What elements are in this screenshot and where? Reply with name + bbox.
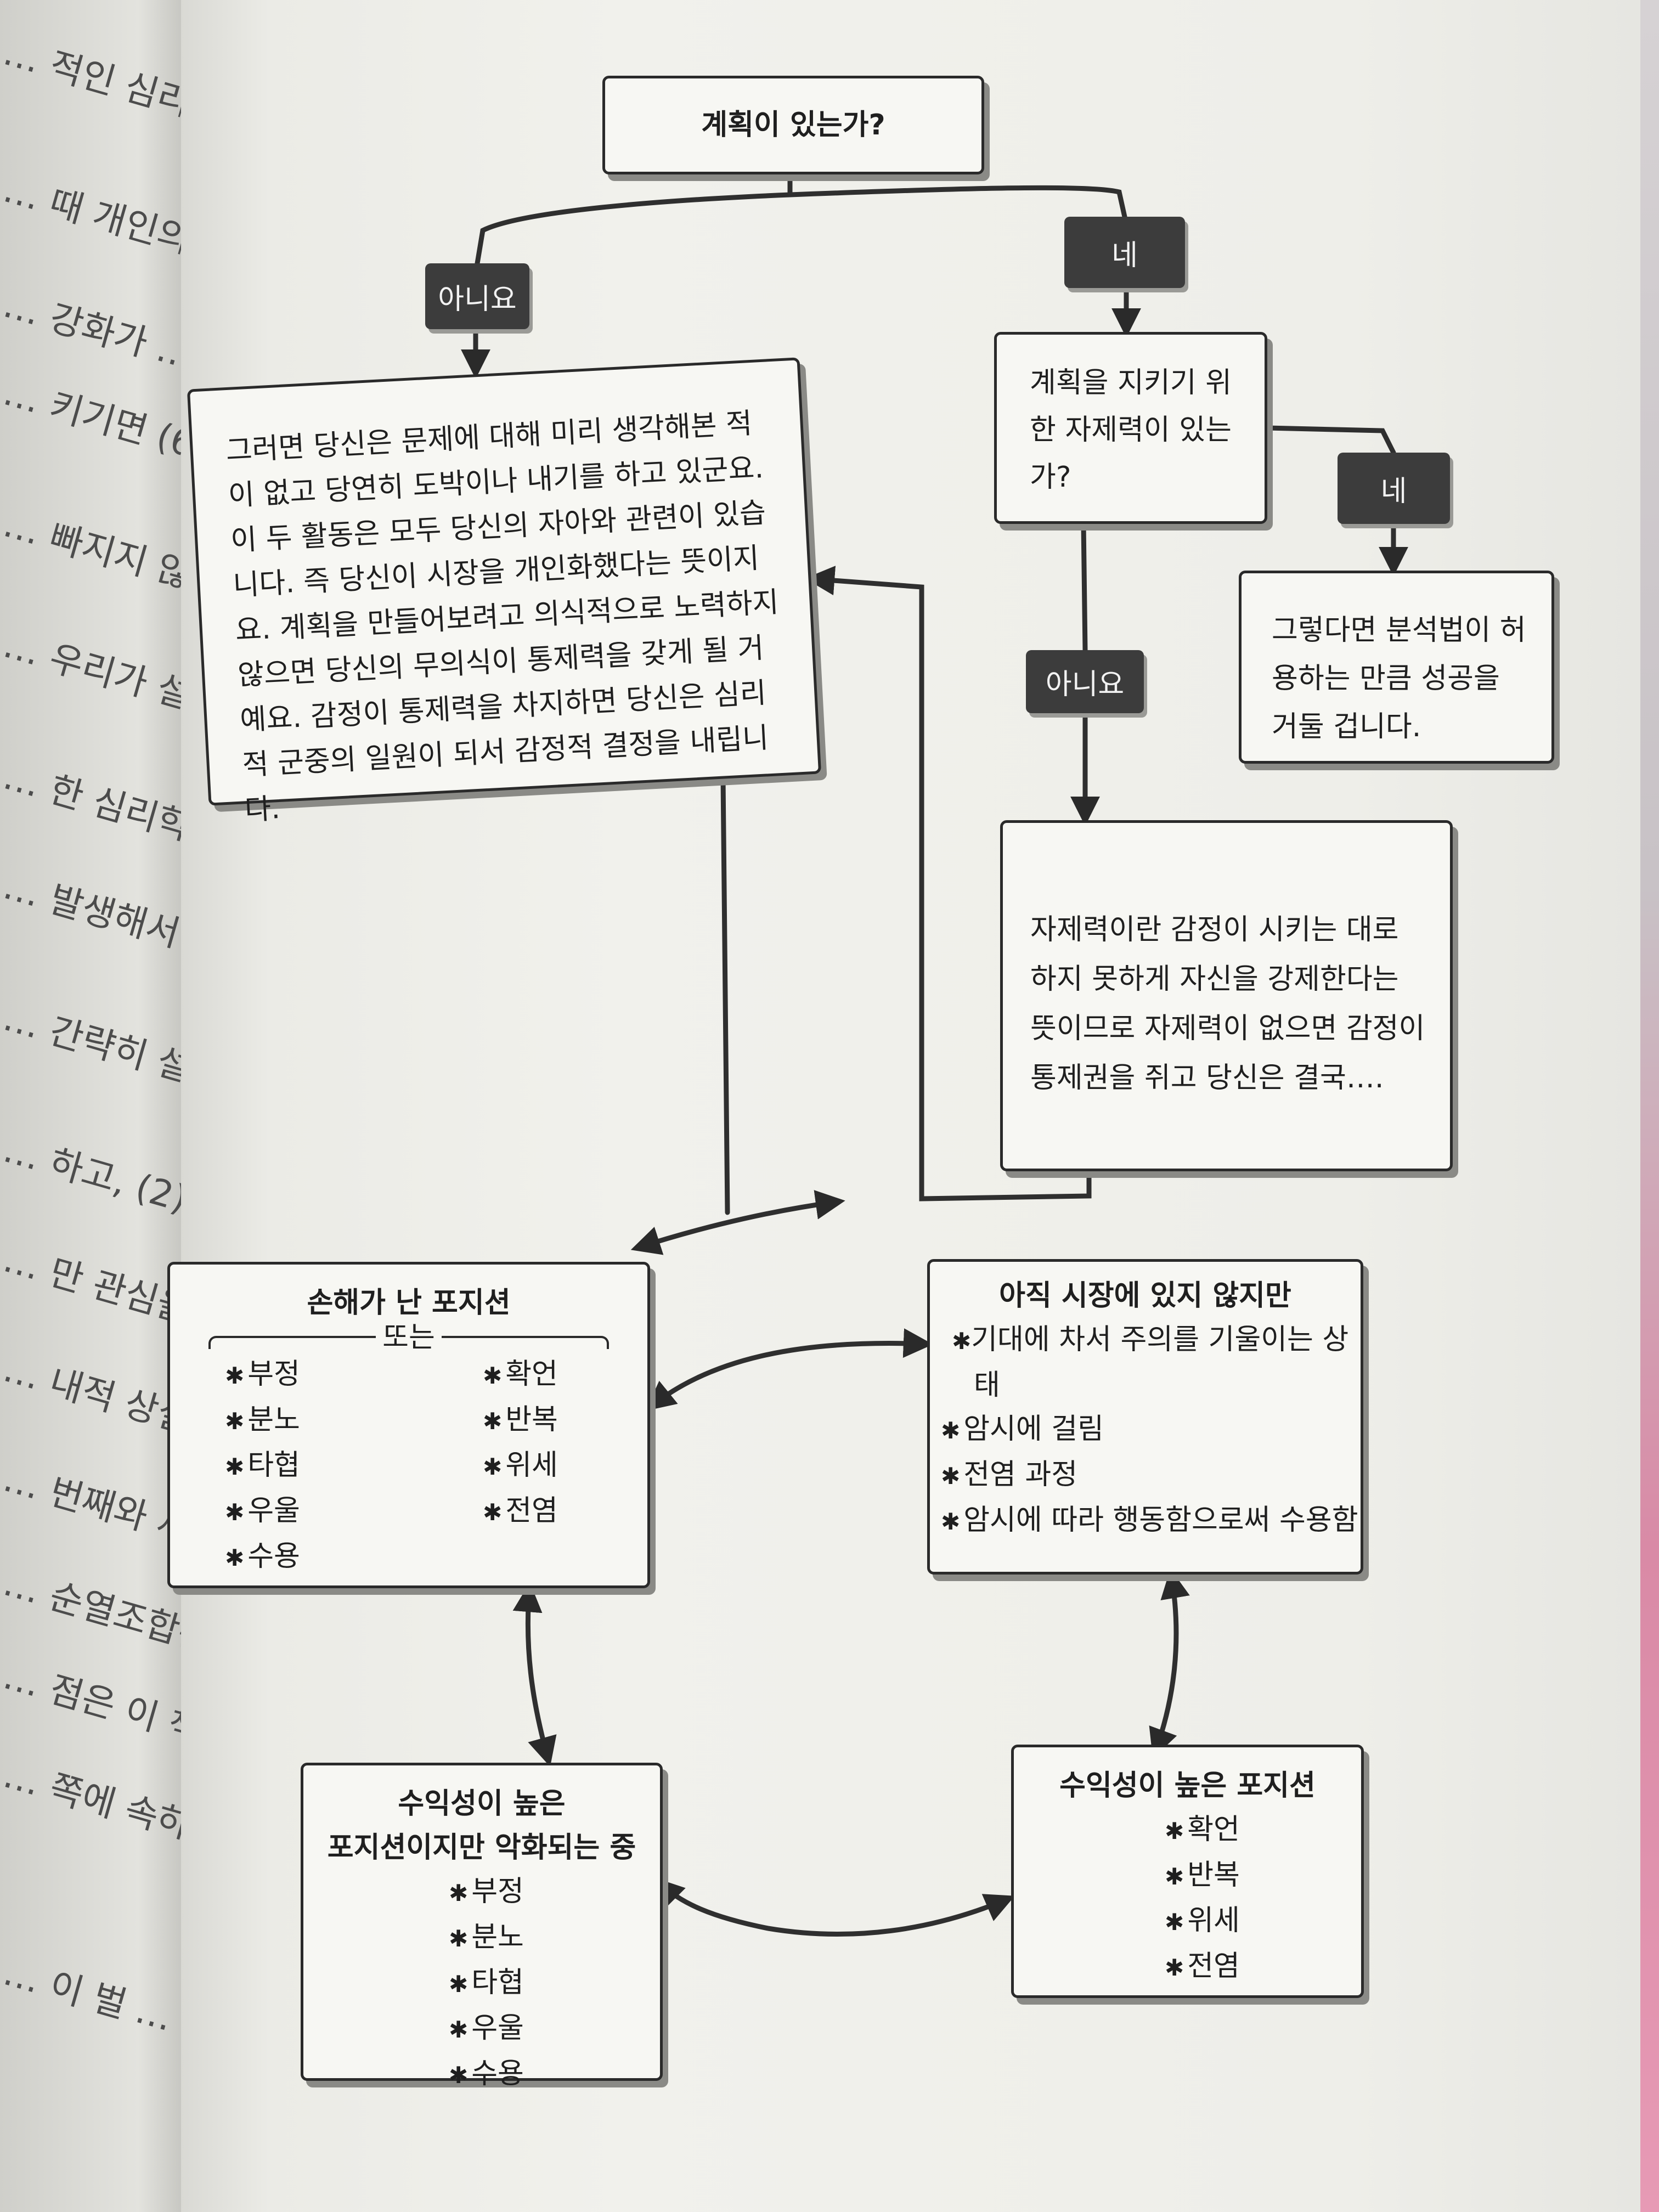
success-box: 그렇다면 분석법이 허용하는 만큼 성공을 거둘 겁니다. [1239, 571, 1554, 764]
arrow-losing-to-notmarket [645, 1328, 933, 1411]
question-plan-label: 계획이 있는가? [701, 109, 885, 142]
question-discipline-label: 계획을 지키기 위한 자제력이 있는가? [1030, 366, 1232, 494]
list-item: ✱전염 과정 [941, 1458, 1078, 1491]
discipline-yes-tag: 네 [1338, 453, 1450, 524]
list-item: ✱수용 [225, 1540, 300, 1573]
list-item: ✱전염 [483, 1494, 558, 1527]
connector-discipline-to-yes [1265, 425, 1396, 455]
or-divider: 또는 [192, 1321, 625, 1354]
background-edge [1640, 0, 1659, 2212]
arrow-worsening-to-losing [512, 1582, 557, 1767]
list-item: ✱반복 [483, 1403, 558, 1436]
branch-yes-label: 네 [1111, 239, 1138, 272]
list-item: ✱암시에 따라 행동함으로써 수용함 [941, 1504, 1358, 1537]
discipline-no-label: 아니요 [1045, 668, 1125, 701]
list-item: ✱분노 [449, 1921, 524, 1954]
connector-discipline-to-no [1081, 521, 1088, 653]
losing-position-box: 손해가 난 포지션 또는 ✱부정 ✱분노 ✱타협 ✱우울 ✱수용 ✱확언 ✱반복… [167, 1262, 650, 1588]
profitable-position-title: 수익성이 높은 포지션 [1059, 1769, 1316, 1802]
list-item: ✱부정 [449, 1875, 524, 1908]
list-item: ✱확언 [1165, 1813, 1240, 1846]
list-item: ✱우울 [225, 1494, 300, 1527]
list-item: ✱분노 [225, 1403, 300, 1436]
list-item: ✱기대에 차서 주의를 기울이는 상태 [952, 1323, 1349, 1402]
list-item: ✱타협 [449, 1966, 524, 1999]
no-discipline-explanation-text: 자제력이란 감정이 시키는 대로 하지 못하게 자신을 강제한다는 뜻이므로 자… [1030, 913, 1425, 1094]
list-item: ✱위세 [1165, 1904, 1240, 1937]
no-plan-explanation-text: 그러면 당신은 문제에 대해 미리 생각해본 적이 없고 당연히 도박이나 내기… [225, 407, 780, 827]
connector-text-to-cycle [720, 776, 730, 1215]
not-in-market-title: 아직 시장에 있지 않지만 [999, 1279, 1291, 1312]
discipline-yes-label: 네 [1380, 475, 1407, 508]
branch-no-tag: 아니요 [425, 263, 529, 329]
arrow-notmarket-to-profitable [1149, 1568, 1190, 1759]
branch-yes-tag: 네 [1064, 217, 1185, 288]
list-item: ✱위세 [483, 1449, 558, 1482]
list-item: ✱암시에 걸림 [941, 1413, 1104, 1446]
arrow-feedback-to-text [805, 566, 1092, 1201]
question-plan-box: 계획이 있는가? [602, 76, 984, 174]
branch-no-label: 아니요 [438, 283, 517, 316]
or-label: 또는 [376, 1321, 442, 1354]
list-item: ✱확언 [483, 1358, 558, 1391]
no-plan-explanation-box: 그러면 당신은 문제에 대해 미리 생각해본 적이 없고 당연히 도박이나 내기… [187, 357, 822, 827]
success-text: 그렇다면 분석법이 허용하는 만큼 성공을 거둘 겁니다. [1272, 614, 1526, 743]
connector-plan-to-no [475, 192, 793, 266]
list-item: ✱전염 [1165, 1950, 1240, 1983]
arrow-into-cycle [630, 1190, 845, 1255]
profitable-position-box: 수익성이 높은 포지션 ✱확언 ✱반복 ✱위세 ✱전염 [1011, 1745, 1364, 1998]
discipline-no-tag: 아니요 [1026, 650, 1144, 713]
worsening-position-box: 수익성이 높은 포지션이지만 악화되는 중 ✱부정 ✱분노 ✱타협 ✱우울 ✱수… [301, 1763, 663, 2090]
list-item: ✱수용 [449, 2057, 524, 2090]
no-discipline-explanation-box: 자제력이란 감정이 시키는 대로 하지 못하게 자신을 강제한다는 뜻이므로 자… [1000, 820, 1453, 1171]
list-item: ✱타협 [225, 1449, 300, 1482]
list-item: ✱부정 [225, 1358, 300, 1391]
worsening-position-title-line2: 포지션이지만 악화되는 중 [327, 1831, 636, 1864]
list-item: ✱반복 [1165, 1859, 1240, 1892]
list-item: ✱우울 [449, 2012, 524, 2045]
worsening-position-title-line1: 수익성이 높은 [398, 1787, 566, 1820]
left-page-margin: … 적인 심리를 … … 때 개인의 … … 강화가 … … 키기면 (6장, … [0, 0, 198, 2212]
not-in-market-box: 아직 시장에 있지 않지만 ✱기대에 차서 주의를 기울이는 상태 ✱암시에 걸… [927, 1259, 1363, 1575]
question-discipline-box: 계획을 지키기 위한 자제력이 있는가? [994, 332, 1267, 524]
arrow-profitable-to-worsening [654, 1877, 1015, 1937]
losing-position-title: 손해가 난 포지션 [307, 1286, 511, 1319]
connector-plan-to-yes [787, 185, 1127, 219]
